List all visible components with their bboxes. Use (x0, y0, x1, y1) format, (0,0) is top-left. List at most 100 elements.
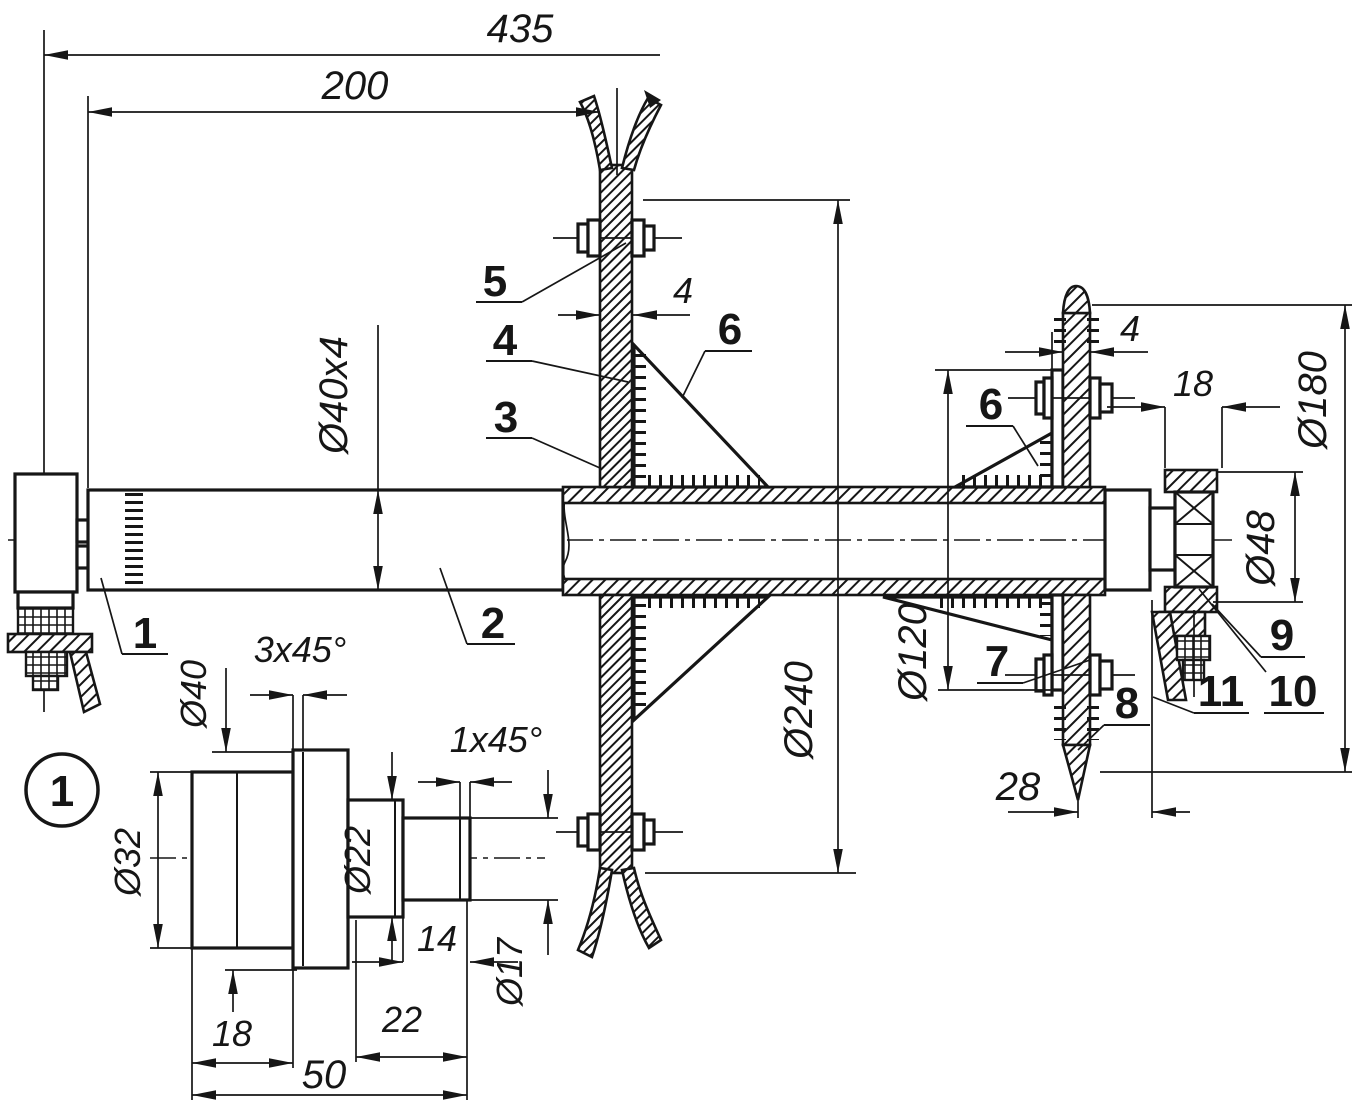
dim-end-d17: Ø17 (470, 770, 558, 1007)
dim-label-d32: Ø32 (107, 828, 148, 897)
dim-label-disk4: 4 (673, 270, 693, 311)
callout-2-label: 2 (481, 599, 505, 648)
disk-plate-upper (598, 163, 634, 489)
rim-horn-bottom-right (620, 866, 663, 950)
left-nut (24, 650, 69, 678)
left-angle-bracket (68, 650, 102, 714)
callout-7: 7 (977, 637, 1091, 686)
dim-chamfer-3x45: 3x45° (250, 629, 347, 750)
callout-9: 9 (1211, 603, 1305, 660)
detail-part-outline (190, 748, 472, 970)
detail-balloon (24, 752, 100, 828)
left-locknut (31, 674, 60, 692)
callout-5-label: 5 (483, 257, 507, 306)
dim-label-d17: Ø17 (489, 936, 530, 1007)
sprocket-bottom-tip (1061, 743, 1092, 801)
housing-top (1163, 468, 1219, 494)
bearing-bracket (1150, 610, 1188, 702)
bottom-bolt-washer-right (642, 818, 656, 846)
sprocket-bolt-top-head (1042, 376, 1054, 420)
dim-label-18: 18 (1173, 363, 1213, 404)
callouts: 1 2 3 4 5 (100, 242, 1324, 751)
sprocket-plate-lower (1061, 593, 1092, 747)
dim-label-d22: Ø22 (337, 826, 378, 895)
dim-flange-d40: Ø40 (173, 660, 297, 1012)
callout-8: 8 (1077, 679, 1150, 751)
disk-plate-lower (598, 593, 634, 875)
callout-6-right-label: 6 (979, 380, 1003, 429)
dim-sprocket-diameter-180: Ø180 (1092, 304, 1352, 773)
callout-8-leader (1077, 724, 1105, 751)
callout-1: 1 (100, 577, 168, 658)
gusset-disk-upper (632, 340, 772, 489)
bearing-x4 (1174, 554, 1214, 588)
top-bolt-nut (630, 218, 646, 258)
rim-horn-bottom-left (576, 866, 614, 959)
rope-end-tip (644, 90, 661, 108)
detail-step-d22 (346, 798, 405, 919)
left-bracket-flange (6, 632, 94, 654)
callout-2: 2 (439, 567, 515, 648)
callout-6-left-label: 6 (718, 305, 742, 354)
shaft-body (86, 488, 565, 592)
callout-9-leader (1211, 603, 1262, 658)
disk-wheel (553, 88, 683, 959)
dim-label-d40: Ø40 (173, 660, 214, 729)
dim-label-3x45: 3x45° (254, 629, 346, 670)
callout-1-label: 1 (133, 609, 157, 658)
dim-label-18len: 18 (212, 1013, 252, 1054)
dim-disk-diameter-240: Ø240 (643, 199, 856, 874)
dim-50-label-bg (296, 1060, 354, 1090)
dim-bearing-width-18: 18 (1107, 363, 1280, 468)
dim-hub-diameter-120: Ø120 (891, 369, 1054, 703)
dim-sprocket-thickness-4: 4 (1005, 308, 1148, 357)
shaft-step (1148, 506, 1177, 572)
dim-label-28: 28 (995, 765, 1041, 809)
callout-11-label: 11 (1198, 667, 1245, 716)
dim-label-120: Ø120 (891, 603, 935, 703)
callout-6-left: 6 (681, 305, 752, 399)
rim-horn-top-right (620, 96, 663, 172)
gussets (632, 340, 1054, 724)
dimensions: 435 200 Ø40x4 4 Ø240 (44, 7, 1352, 874)
left-bearing-block (13, 472, 79, 594)
tube-wall-top (561, 485, 1107, 505)
dim-bearing-od-48: Ø48 (1213, 471, 1303, 603)
dim-label-22len: 22 (381, 999, 422, 1040)
bottom-bolt-head (586, 812, 602, 852)
callout-5-leader (521, 242, 627, 303)
bearing-ball-top (1174, 491, 1214, 525)
dim-label-180: Ø180 (1291, 351, 1335, 451)
callout-4-label: 4 (493, 316, 518, 365)
sprocket-bolt-top-locknut (1098, 382, 1114, 414)
dim-disk-thickness-4: 4 (558, 270, 693, 320)
hub-flange-upper (1050, 368, 1065, 489)
dim-label-240: Ø240 (777, 661, 821, 761)
tube-wall-bottom (561, 577, 1107, 597)
callout-10: 10 (1198, 588, 1324, 716)
dim-offset-28: 28 (995, 765, 1190, 818)
dim-label-14: 14 (417, 918, 457, 959)
left-thread-block (16, 606, 75, 636)
callout-4: 4 (486, 316, 629, 383)
bearing-ball-bottom (1174, 554, 1214, 588)
detail-end-d17 (401, 816, 472, 902)
dim-length-50: 50 (191, 900, 468, 1100)
sprocket-assembly (1005, 284, 1135, 801)
callout-3-leader (531, 437, 601, 469)
detail-body-d32 (190, 770, 295, 950)
callout-10-leader (1198, 588, 1267, 673)
main-view: 435 200 Ø40x4 4 Ø240 (6, 7, 1352, 959)
left-collar (16, 590, 75, 610)
shaft (86, 488, 570, 592)
callout-7-label: 7 (985, 637, 1009, 686)
dim-body-d32: Ø32 (107, 771, 192, 949)
dim-label-200: 200 (321, 64, 389, 108)
sprocket-top-tip (1061, 284, 1092, 315)
dim-length-14: 14 (352, 917, 518, 967)
sprocket-bolt-bottom-locknut (1098, 659, 1114, 691)
callout-2-leader (439, 567, 468, 645)
callout-3: 3 (486, 393, 601, 469)
dim-overall-435: 435 (44, 7, 660, 60)
